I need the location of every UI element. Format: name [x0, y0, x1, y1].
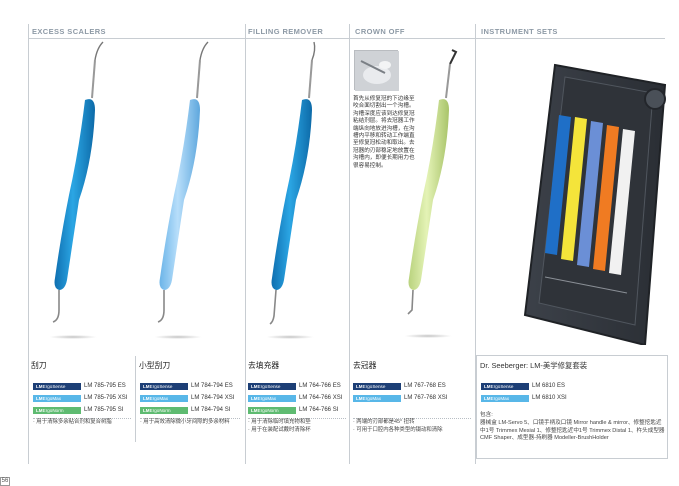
chip-row: LMErgoMax LM 784-794 XSI	[140, 394, 234, 402]
instrument-set-cassette-image	[523, 63, 667, 345]
section-title-crown-off: CROWN OFF	[355, 27, 405, 36]
instrument-handles	[545, 115, 635, 275]
small-scaler-note: · 用于高效清除微小牙间隙的多余材料	[140, 418, 240, 427]
ergosense-badge: LMErgoSense	[140, 382, 188, 390]
small-scaler-title: 小型刮刀	[139, 361, 171, 370]
section-title-filling-remover: FILLING REMOVER	[248, 27, 324, 36]
chip-row: LMErgoSense LM 784-794 ES	[140, 382, 233, 390]
product-code: LM 785-795 ES	[84, 383, 126, 389]
chip-row: LMErgoMax LM 767-768 XSI	[353, 394, 447, 402]
instrument-set-title: Dr. Seeberger: LM-美学修复套装	[480, 361, 588, 370]
crown-note: · 两端的刃部都是45° 扭转 · 可用于口腔内各种类型的镊动和清除	[353, 418, 471, 434]
chip-row: LMErgoSense LM 767-768 ES	[353, 382, 446, 390]
title-rule	[349, 38, 475, 39]
ergosense-badge: LMErgoSense	[248, 382, 296, 390]
chip-row: LMErgoMax LM 785-795 XSI	[33, 394, 127, 402]
section-title-instrument-sets: INSTRUMENT SETS	[481, 27, 558, 36]
title-rule	[245, 38, 349, 39]
page-number: 56	[0, 477, 10, 486]
ergomax-badge: LMErgoMax	[481, 394, 529, 402]
product-code: LM 784-794 ES	[191, 383, 233, 389]
chip-row: LMErgoNorm LM 784-794 SI	[140, 406, 230, 414]
filling-title: 去填充器	[248, 361, 280, 370]
column-divider	[475, 24, 476, 464]
crown-off-instrument-image	[404, 49, 458, 338]
chip-row: LMErgoSense LM 6810 ES	[481, 382, 565, 390]
chip-row: LMErgoMax LM 6810 XSI	[481, 394, 567, 402]
instrument-set-panel	[476, 355, 668, 459]
product-code: LM 764-766 XSI	[299, 395, 343, 401]
contents-text: 器械盒 LM-Servo 5、口镜手柄及口镜 Mirror handle & m…	[480, 420, 665, 441]
title-rule	[475, 38, 665, 39]
product-code: LM 785-795 XSI	[84, 395, 128, 401]
instrument-set-contents: 包含: 器械盒 LM-Servo 5、口镜手柄及口镜 Mirror handle…	[480, 412, 665, 442]
scaler-instrument-image	[49, 41, 104, 339]
column-divider	[245, 24, 246, 464]
chip-row: LMErgoNorm LM 785-795 SI	[33, 406, 123, 414]
crown-off-photo	[354, 50, 399, 91]
filling-remover-instrument-image	[266, 41, 316, 339]
product-code: LM 764-766 ES	[299, 383, 341, 389]
chip-row: LMErgoMax LM 764-766 XSI	[248, 394, 342, 402]
scaler-title: 刮刀	[31, 361, 47, 370]
product-code: LM 6810 ES	[532, 383, 566, 389]
ergomax-badge: LMErgoMax	[33, 394, 81, 402]
ergosense-badge: LMErgoSense	[33, 382, 81, 390]
ergomax-badge: LMErgoMax	[353, 394, 401, 402]
ergonorm-badge: LMErgoNorm	[248, 406, 296, 414]
ergosense-badge: LMErgoSense	[353, 382, 401, 390]
column-divider	[349, 24, 350, 464]
product-code: LM 784-794 XSI	[191, 395, 235, 401]
product-code: LM 764-766 SI	[299, 407, 339, 413]
section-title-excess-scalers: EXCESS SCALERS	[32, 27, 106, 36]
chip-row: LMErgoNorm LM 764-766 SI	[248, 406, 338, 414]
title-rule	[28, 38, 245, 39]
ergosense-badge: LMErgoSense	[481, 382, 529, 390]
ergonorm-badge: LMErgoNorm	[140, 406, 188, 414]
scaler-note: · 用于清除多余粘合剂和复合树脂	[33, 418, 131, 427]
column-divider	[135, 356, 136, 442]
chip-row: LMErgoSense LM 785-795 ES	[33, 382, 126, 390]
filling-note: · 用于清除临时填充物和垫 · 用于在装配试戴时清除杯	[248, 418, 346, 434]
chip-row: LMErgoSense LM 764-766 ES	[248, 382, 341, 390]
product-code: LM 6810 XSI	[532, 395, 567, 401]
ergonorm-badge: LMErgoNorm	[33, 406, 81, 414]
product-code: LM 784-794 SI	[191, 407, 231, 413]
small-scaler-instrument-image	[154, 41, 209, 339]
ergomax-badge: LMErgoMax	[248, 394, 296, 402]
product-code: LM 785-795 SI	[84, 407, 124, 413]
crown-off-description: 首先从修复冠的下边缘至咬合面切割出一个沟槽。沟槽深度应该到达修复冠粘结剂层。将去…	[353, 96, 415, 169]
crown-photo-icon	[355, 51, 399, 91]
crown-title: 去冠器	[353, 361, 377, 370]
product-code: LM 767-768 XSI	[404, 395, 448, 401]
column-divider	[28, 24, 29, 464]
ergomax-badge: LMErgoMax	[140, 394, 188, 402]
contents-label: 包含:	[480, 412, 493, 418]
product-code: LM 767-768 ES	[404, 383, 446, 389]
